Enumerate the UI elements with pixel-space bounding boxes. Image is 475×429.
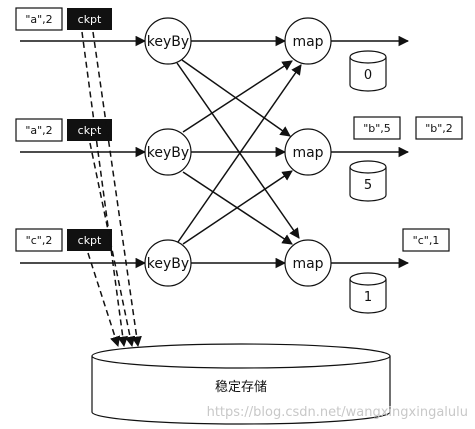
record-row2-value: "a",2 <box>25 124 52 137</box>
record-row3-value: "c",2 <box>26 234 53 247</box>
state-value-map-1: 0 <box>364 68 372 83</box>
output-record-map-2-b: "b",2 <box>415 116 463 140</box>
state-value-map-2: 5 <box>364 178 372 193</box>
map-node-2-label: map <box>292 145 323 161</box>
record-row1: "a",2 <box>15 7 63 31</box>
ckpt-snapshot-arrow-row1b <box>92 31 142 348</box>
keyby-node-3: keyBy <box>144 239 192 287</box>
ckpt-snapshot-arrow-row2 <box>89 142 136 348</box>
keyby-node-3-label: keyBy <box>147 256 189 272</box>
output-record-map-3-a: "c",1 <box>402 228 450 252</box>
shuffle-edges <box>176 35 302 269</box>
watermark-url: https://blog.csdn.net/wangxingxingalulu <box>207 405 468 420</box>
state-store-map-2: 5 <box>349 160 387 202</box>
output-record-map-2-a-value: "b",5 <box>363 122 391 135</box>
stable-storage-label: 稳定存储 <box>215 379 267 395</box>
keyby-node-1: keyBy <box>144 17 192 65</box>
ckpt-row1-label: ckpt <box>78 13 102 26</box>
output-record-map-2-b-value: "b",2 <box>425 122 453 135</box>
ckpt-row3-label: ckpt <box>78 234 102 247</box>
keyby-node-1-label: keyBy <box>147 34 189 50</box>
ckpt-row2-label: ckpt <box>78 124 102 137</box>
keyby-node-2-label: keyBy <box>147 145 189 161</box>
ckpt-barrier-row3: ckpt <box>67 229 112 251</box>
map-node-3-label: map <box>292 256 323 272</box>
map-node-2: map <box>284 128 332 176</box>
output-record-map-3-a-value: "c",1 <box>413 234 440 247</box>
state-store-map-1: 0 <box>349 50 387 92</box>
stable-storage: 稳定存储 <box>91 343 391 425</box>
ckpt-snapshot-arrow-row3 <box>87 252 121 347</box>
keyby-node-2: keyBy <box>144 128 192 176</box>
map-node-3: map <box>284 239 332 287</box>
ckpt-snapshot-arrow-row1 <box>81 31 128 348</box>
record-row3: "c",2 <box>15 228 63 252</box>
state-store-map-3: 1 <box>349 272 387 314</box>
map-node-1: map <box>284 17 332 65</box>
ckpt-barrier-row1: ckpt <box>67 8 112 30</box>
record-row1-value: "a",2 <box>25 13 52 26</box>
map-node-1-label: map <box>292 34 323 50</box>
state-value-map-3: 1 <box>364 290 372 305</box>
output-record-map-2-a: "b",5 <box>353 116 401 140</box>
record-row2: "a",2 <box>15 118 63 142</box>
